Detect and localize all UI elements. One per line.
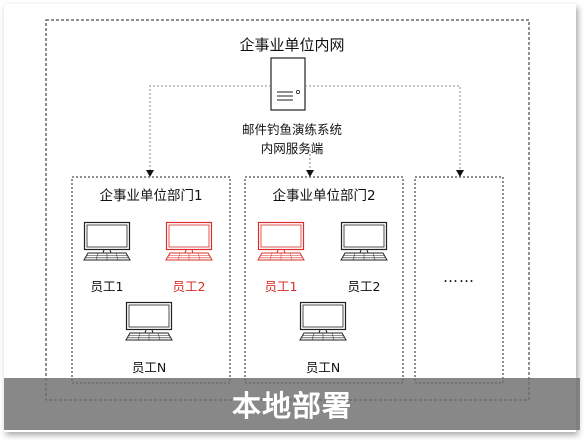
employee-label: 员工N [131, 360, 167, 375]
computer-icon-highlighted [257, 221, 305, 261]
employee-label: 员工N [305, 360, 341, 375]
deployment-banner [4, 378, 580, 430]
employee-label: 员工2 [347, 279, 381, 294]
arrowheads [146, 170, 464, 177]
department-title: 企事业单位部门1 [99, 188, 203, 204]
intranet-boundary [45, 19, 530, 401]
deployment-banner-text: 本地部署 [231, 389, 352, 423]
department-box-1 [71, 176, 231, 384]
server-icon [270, 57, 306, 111]
computer-icon [299, 301, 347, 341]
computer-icon [125, 301, 173, 341]
computer-icon [83, 221, 131, 261]
server-label-line2: 内网服务端 [260, 141, 324, 156]
computer-icon [340, 221, 388, 261]
computer-icon-highlighted [165, 221, 213, 261]
employee-label: 员工1 [90, 279, 124, 294]
department-title: 企事业单位部门2 [272, 188, 376, 204]
department-box-2 [244, 176, 404, 384]
server-label-line1: 邮件钓鱼演练系统 [241, 122, 342, 137]
connector-lines [149, 85, 461, 172]
employee-label-highlighted: 员工2 [172, 279, 206, 294]
employee-label-highlighted: 员工1 [264, 279, 298, 294]
server-label: 邮件钓鱼演练系统 内网服务端 [0, 120, 584, 158]
more-departments-ellipsis: …… [443, 268, 475, 286]
intranet-title: 企事业单位内网 [239, 36, 345, 54]
